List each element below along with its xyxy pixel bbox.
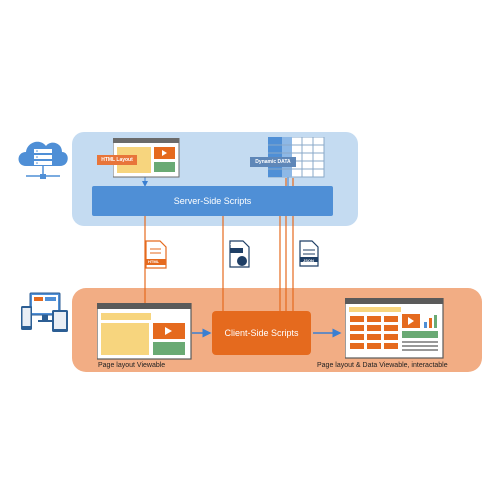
dynamic-data-tag: Dynamic DATA bbox=[250, 157, 296, 167]
dynamic-data-label: Dynamic DATA bbox=[255, 159, 291, 165]
js-file-icon bbox=[229, 240, 250, 268]
html-file-icon bbox=[145, 240, 167, 269]
json-file-label: JSON bbox=[303, 258, 314, 263]
devices-icon bbox=[21, 292, 68, 332]
client-side-scripts-label: Client-Side Scripts bbox=[224, 328, 299, 338]
page-data-window bbox=[345, 298, 444, 359]
json-file-icon bbox=[299, 240, 319, 267]
page-layout-caption: Page layout Viewable bbox=[98, 362, 166, 369]
page-data-caption: Page layout & Data Viewable, interactabl… bbox=[317, 362, 448, 369]
server-side-scripts-label: Server-Side Scripts bbox=[173, 196, 252, 206]
html-layout-tag: HTML Layout bbox=[97, 155, 137, 165]
server-side-scripts: Server-Side Scripts bbox=[92, 186, 333, 216]
html-file-label: HTML bbox=[148, 259, 160, 264]
html-layout-label: HTML Layout bbox=[101, 157, 133, 163]
js-file-label: JS bbox=[230, 241, 235, 246]
html-layout-window bbox=[113, 138, 180, 178]
cloud-server-icon bbox=[18, 141, 68, 179]
page-layout-window bbox=[97, 303, 192, 360]
client-side-scripts: Client-Side Scripts bbox=[212, 311, 311, 355]
